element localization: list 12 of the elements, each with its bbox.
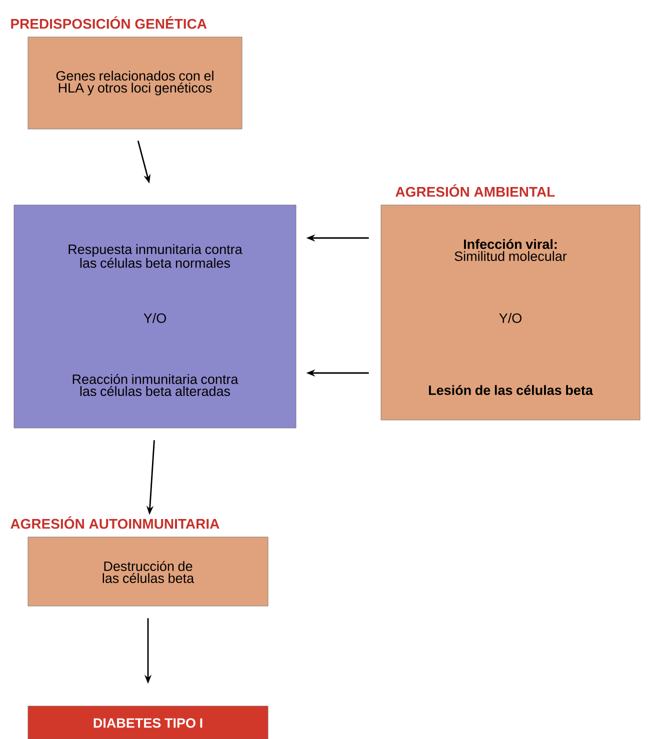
- box-text: Destrucción de las células beta: [102, 560, 194, 584]
- box-text: Genes relacionados con el HLA y otros loci genéticos: [56, 70, 214, 96]
- heading: AGRESIÓN AUTOINMUNITARIA: [10, 516, 220, 529]
- heading: AGRESIÓN AMBIENTAL: [396, 184, 555, 197]
- box-text: DIABETES TIPO I: [94, 718, 202, 728]
- box-text: Infección viral: Similitud molecular: [454, 239, 567, 262]
- box-text: Lesión de las células beta: [428, 385, 594, 396]
- box-text: Y/O: [499, 313, 522, 323]
- box-text: Reacción inmunitaria contra las células beta alteradas: [72, 374, 238, 396]
- heading: PREDISPOSICIÓN GENÉTICA: [11, 16, 207, 29]
- box-text: Respuesta inmunitaria contra las células beta normales: [68, 244, 242, 268]
- box-text: Y/O: [144, 313, 166, 323]
